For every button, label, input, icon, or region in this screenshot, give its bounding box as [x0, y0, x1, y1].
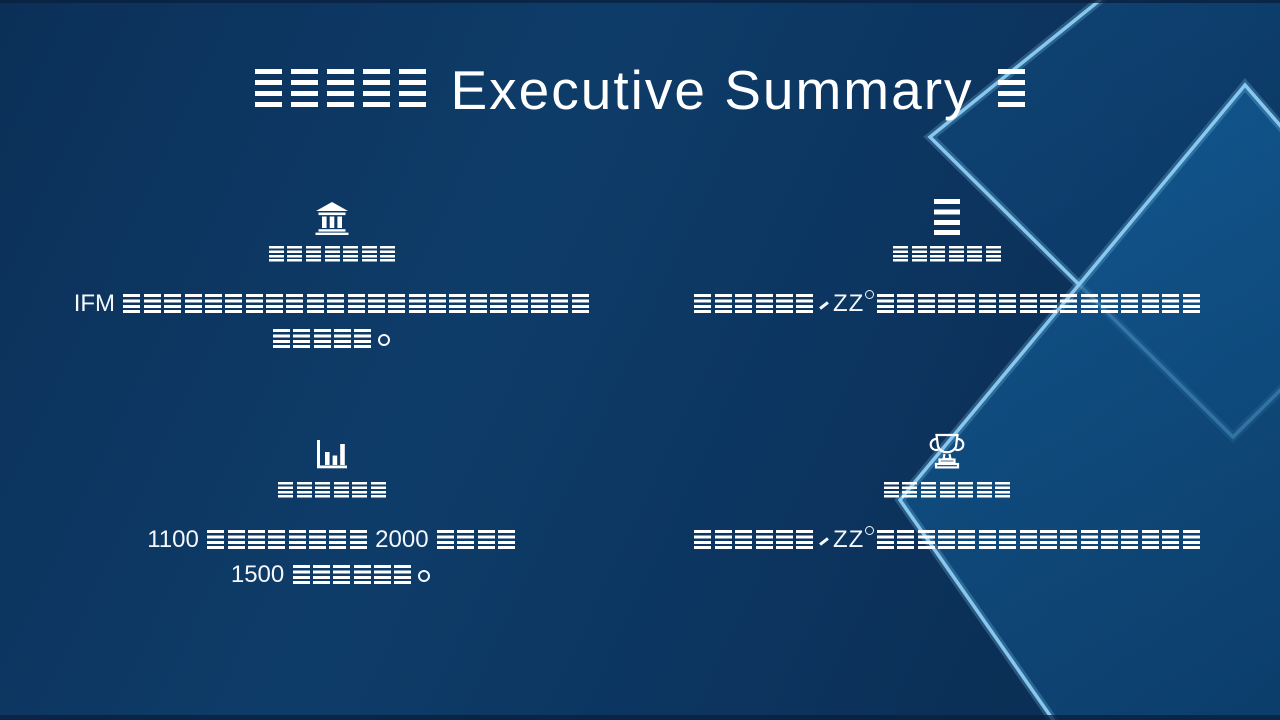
card-label	[52, 482, 612, 498]
page-title: Executive Summary	[450, 59, 974, 121]
bar-chart-icon	[317, 440, 347, 469]
title-prefix-tofu-text	[250, 68, 430, 112]
card-label	[667, 482, 1227, 498]
body-line	[52, 321, 612, 356]
bank-icon	[315, 202, 349, 235]
card-label	[52, 246, 612, 262]
top-edge-shade	[0, 0, 1280, 3]
card-bottom-right: ZZ	[667, 433, 1227, 557]
card-body: IFM	[52, 286, 612, 356]
card-top-left: IFM	[52, 197, 612, 356]
bottom-edge-shade	[0, 715, 1280, 720]
card-body: 1100 2000 1500	[52, 522, 612, 592]
card-bottom-left: 1100 2000 1500	[52, 433, 612, 592]
body-line: 1100 2000	[52, 522, 612, 557]
title-suffix-tofu-text	[994, 68, 1030, 112]
document-tofu-icon	[934, 199, 960, 235]
card-label	[667, 246, 1227, 262]
card-body: ZZ	[667, 522, 1227, 557]
card-body: ZZ	[667, 286, 1227, 321]
body-line: IFM	[52, 286, 612, 321]
title-row: Executive Summary	[0, 58, 1280, 122]
card-top-right: ZZ	[667, 197, 1227, 321]
body-line: ZZ	[667, 522, 1227, 557]
body-line: ZZ	[667, 286, 1227, 321]
trophy-icon	[929, 433, 965, 469]
body-line: 1500	[52, 557, 612, 592]
